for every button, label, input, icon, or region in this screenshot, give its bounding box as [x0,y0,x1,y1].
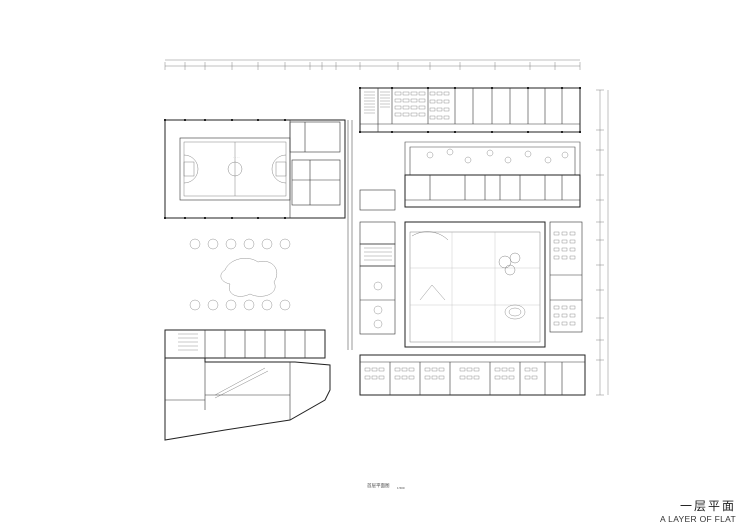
sheet-title-en: A LAYER OF FLAT [660,514,736,524]
north-classroom-wing [359,87,581,133]
plan-label: 首层平面图 [367,483,390,488]
walkway [404,141,581,175]
southwest-wing [164,329,331,441]
plaza [189,238,291,311]
top-dimension-line [164,59,581,70]
plan-scale: 1:500 [397,486,405,490]
south-classroom-wing [359,354,586,396]
east-hall-rooms [549,221,583,333]
sheet-title-cn: 一层平面 [679,499,736,513]
central-hall [404,221,546,348]
gym-label-mark: · · · · [233,155,240,159]
middle-classroom-bar [404,174,581,208]
gymnasium [164,119,346,219]
trees-north [426,148,569,164]
right-dimension-line [596,89,609,396]
west-hall-rooms [359,189,396,335]
